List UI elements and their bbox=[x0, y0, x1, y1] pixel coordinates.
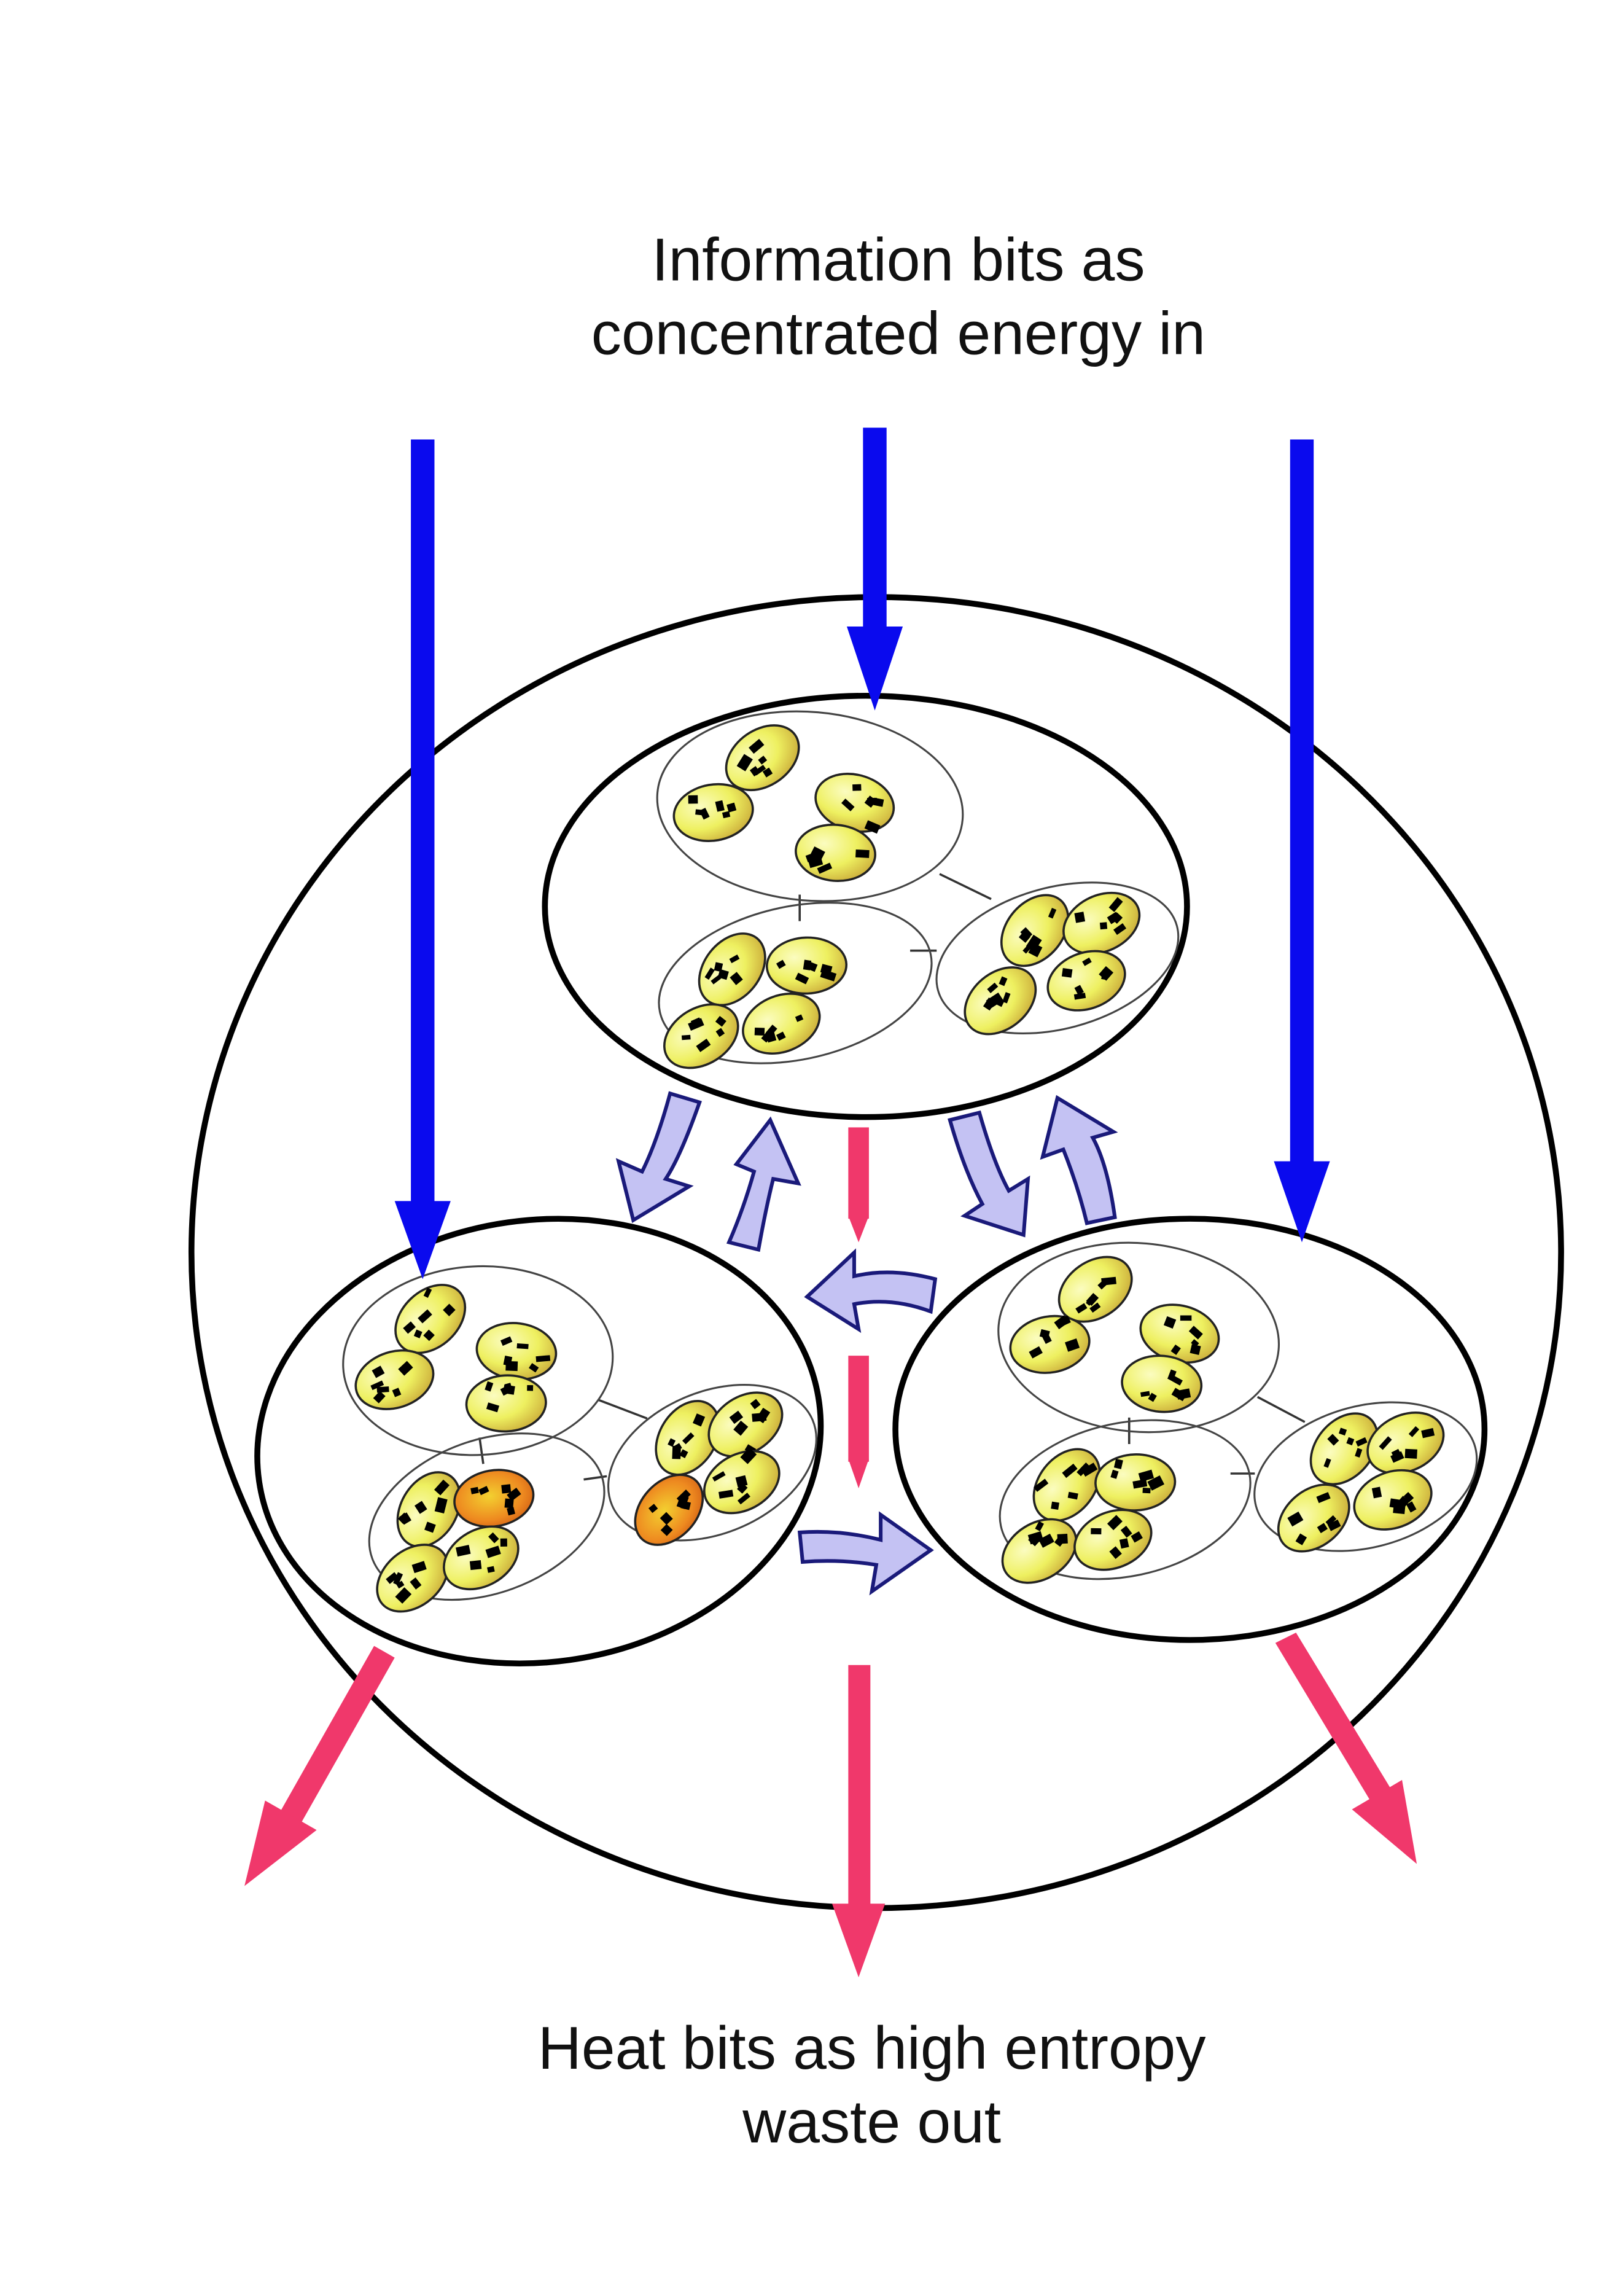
cell-icon bbox=[1062, 891, 1141, 955]
heat-output-arrow bbox=[1275, 1633, 1417, 1864]
cell-group bbox=[1253, 1401, 1478, 1553]
cell-icon bbox=[1057, 1255, 1133, 1323]
exchange-arrow bbox=[804, 1248, 938, 1333]
information-input-arrow bbox=[846, 428, 903, 711]
cell-icon bbox=[394, 1284, 467, 1354]
cell-icon bbox=[964, 966, 1037, 1036]
cell-group bbox=[997, 1241, 1280, 1434]
exchange-arrow bbox=[615, 1091, 703, 1224]
link-line bbox=[598, 1399, 648, 1420]
cell-icon bbox=[475, 1322, 558, 1381]
cell-group bbox=[999, 1419, 1252, 1584]
heat-output-arrow bbox=[831, 1665, 886, 1978]
cell-icon bbox=[1009, 1314, 1091, 1374]
cell-icon bbox=[795, 823, 876, 883]
link-line bbox=[939, 873, 992, 900]
cell-cluster bbox=[892, 1216, 1488, 1643]
cell-cluster bbox=[542, 692, 1190, 1120]
cell-group bbox=[658, 902, 933, 1069]
cell-group bbox=[342, 1265, 614, 1456]
link-line bbox=[1256, 1396, 1306, 1423]
exchange-arrow bbox=[797, 1511, 934, 1596]
cell-icon bbox=[698, 932, 766, 1007]
cell-icon bbox=[354, 1349, 435, 1410]
cell-icon bbox=[1046, 950, 1126, 1012]
cell-icon bbox=[1094, 1453, 1177, 1512]
cell-icon bbox=[703, 1447, 781, 1515]
heat-output-arrow bbox=[848, 1127, 869, 1243]
cell-icon bbox=[663, 1003, 739, 1069]
cell-icon bbox=[1073, 1509, 1153, 1571]
cell-group bbox=[935, 881, 1180, 1036]
cell-icon bbox=[1121, 1354, 1203, 1413]
cell-icon bbox=[376, 1544, 450, 1613]
bottom-label-line2: waste out bbox=[742, 2088, 1001, 2155]
cell-icon bbox=[1353, 1469, 1433, 1531]
cell-icon bbox=[725, 724, 800, 792]
information-input-arrow bbox=[1274, 439, 1330, 1243]
cell-icon bbox=[396, 1471, 462, 1548]
exchange-arrow bbox=[1040, 1095, 1118, 1225]
cell-icon bbox=[453, 1469, 535, 1528]
cell-icon bbox=[765, 936, 848, 995]
cell-icon bbox=[1366, 1412, 1445, 1475]
top-label-line2: concentrated energy in bbox=[591, 299, 1205, 367]
link-line bbox=[478, 1437, 485, 1464]
cell-icon bbox=[465, 1374, 547, 1433]
cell-icon bbox=[634, 1474, 704, 1546]
exchange-arrow bbox=[948, 1110, 1030, 1238]
cell-icon bbox=[672, 783, 754, 842]
cell-icon bbox=[443, 1525, 520, 1591]
cell-icon bbox=[1001, 1518, 1078, 1584]
cell-icon bbox=[655, 1400, 721, 1476]
cell-icon bbox=[742, 993, 821, 1055]
heat-output-arrow bbox=[244, 1646, 395, 1886]
cell-icon bbox=[1000, 894, 1070, 967]
cell-group bbox=[368, 1432, 606, 1613]
cell-icon bbox=[1032, 1448, 1101, 1522]
bottom-label-line1: Heat bits as high entropy bbox=[538, 2014, 1206, 2082]
cell-cluster bbox=[254, 1216, 824, 1666]
cell-group bbox=[607, 1384, 817, 1546]
cell-group bbox=[656, 710, 964, 902]
cell-icon bbox=[1277, 1483, 1350, 1553]
cell-icon bbox=[707, 1391, 784, 1458]
heat-output-arrow bbox=[848, 1356, 869, 1488]
exchange-arrow bbox=[726, 1116, 801, 1252]
information-input-arrow bbox=[394, 439, 451, 1279]
top-label-line1: Information bits as bbox=[652, 225, 1145, 293]
cell-icon bbox=[1309, 1412, 1379, 1486]
